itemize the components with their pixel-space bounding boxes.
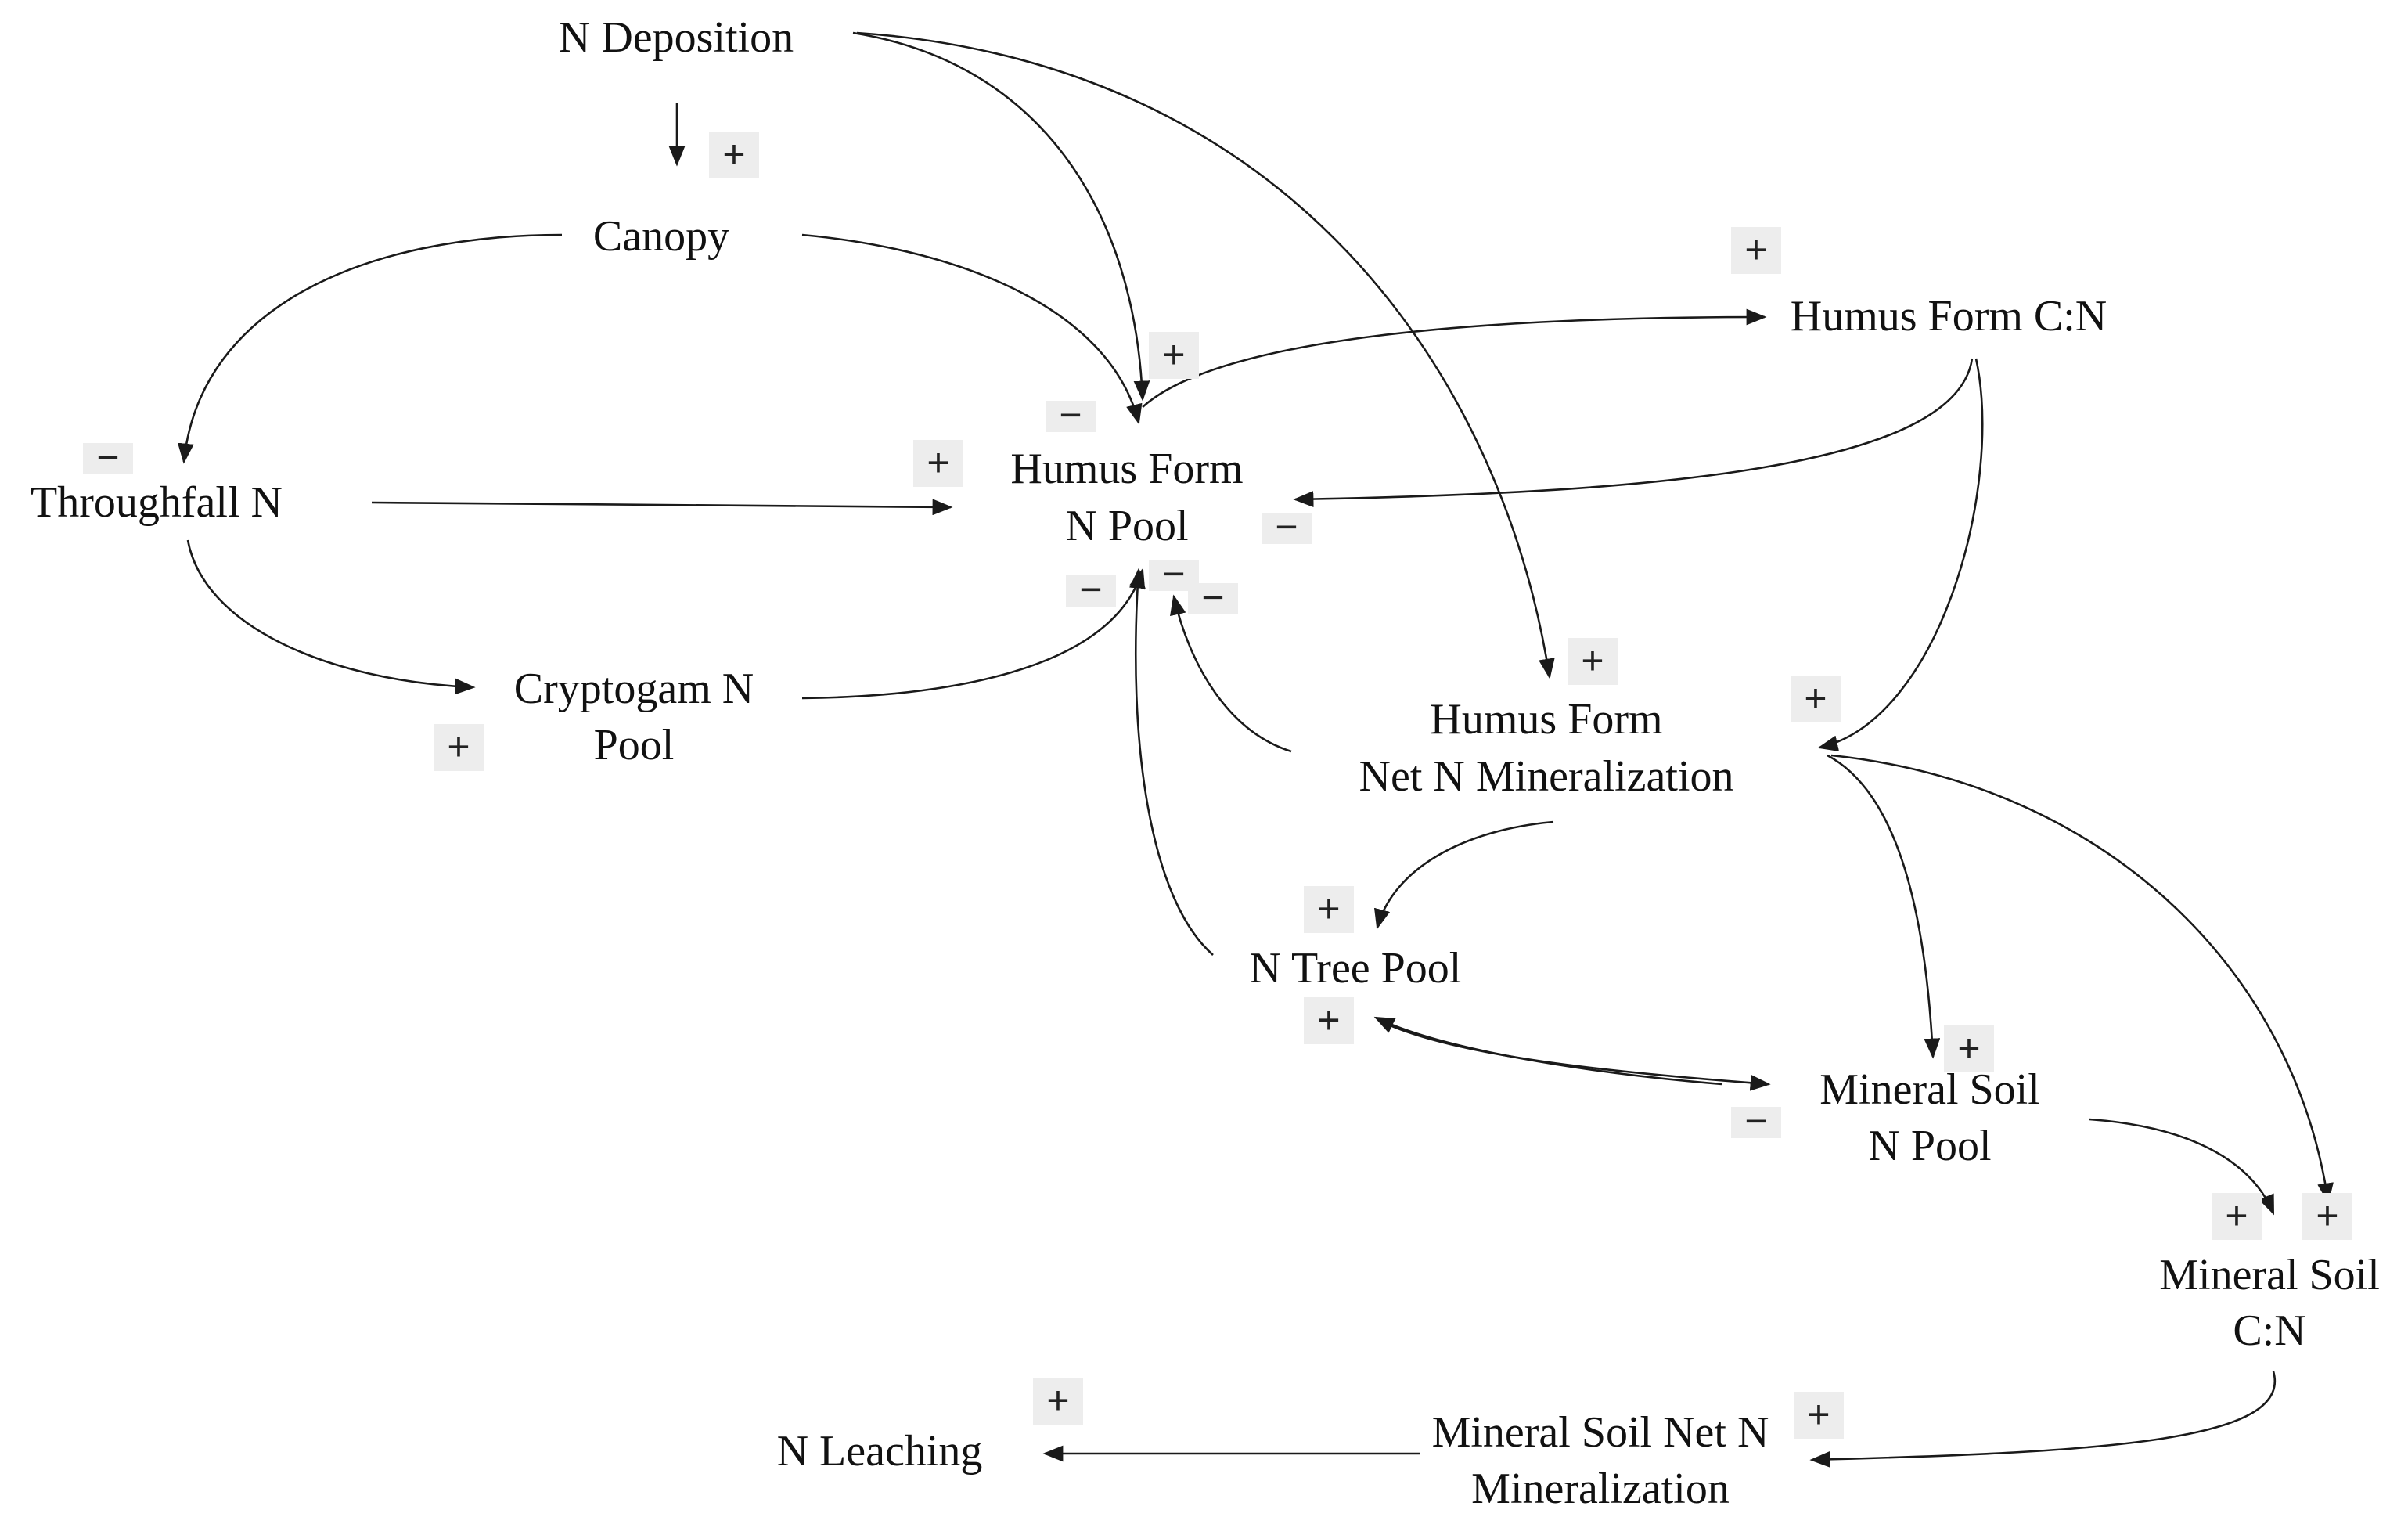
svg-text:C:N: C:N bbox=[2233, 1306, 2305, 1355]
svg-text:Pool: Pool bbox=[594, 721, 675, 769]
sign-plus-net-mineralization-n-tree-pool: + bbox=[1304, 886, 1354, 933]
sign-minus-n-tree-pool-humus-pool: − bbox=[1149, 552, 1199, 596]
node-mineral-soil-net-n-mineralization: Mineral Soil Net N Mineralization bbox=[1432, 1408, 1769, 1513]
node-humus-form-cn: Humus Form C:N bbox=[1791, 292, 2107, 341]
svg-text:N Pool: N Pool bbox=[1868, 1122, 1991, 1170]
edge-humus-form-cn-to-humus-form-net-n-mineralization bbox=[1817, 358, 1984, 751]
edges bbox=[178, 31, 2334, 1468]
svg-text:+: + bbox=[2316, 1194, 2338, 1238]
svg-text:−: − bbox=[1059, 393, 1082, 437]
sign-plus-mineral-soil-cn-mineral-soil-net-mineralization: + bbox=[1794, 1392, 1844, 1439]
sign-plus-n-deposition-canopy: + bbox=[709, 132, 759, 178]
sign-plus-net-mineralization-mineral-soil-n-pool: + bbox=[1944, 1025, 1994, 1072]
svg-text:+: + bbox=[1744, 228, 1767, 272]
edge-mineral-soil-n-pool-to-n-tree-pool bbox=[1373, 1016, 1722, 1086]
svg-text:+: + bbox=[2225, 1194, 2248, 1238]
edge-n-tree-pool-to-humus-form-n-pool bbox=[1129, 568, 1214, 956]
sign-minus-cryptogam-humus-pool: − bbox=[1066, 568, 1116, 611]
svg-text:+: + bbox=[1162, 333, 1185, 377]
edge-mineral-soil-n-pool-to-mineral-soil-cn bbox=[2089, 1118, 2275, 1216]
svg-text:−: − bbox=[1162, 552, 1185, 596]
node-humus-form-net-n-mineralization: Humus Form Net N Mineralization bbox=[1359, 695, 1734, 801]
edge-humus-form-cn-to-humus-form-n-pool bbox=[1293, 358, 1974, 507]
svg-text:−: − bbox=[1079, 568, 1102, 611]
svg-text:Humus Form: Humus Form bbox=[1430, 695, 1662, 744]
sign-plus-throughfall-humus-pool: + bbox=[913, 440, 963, 487]
svg-text:+: + bbox=[1957, 1026, 1980, 1070]
node-cryptogam-n-pool: Cryptogam N Pool bbox=[514, 665, 754, 769]
svg-text:+: + bbox=[1317, 998, 1340, 1042]
edge-throughfall-n-to-cryptogam-n-pool bbox=[186, 539, 476, 695]
sign-plus-humus-cn-net-mineralization: + bbox=[1791, 676, 1841, 722]
svg-text:+: + bbox=[927, 441, 949, 485]
svg-text:Mineral Soil Net N: Mineral Soil Net N bbox=[1432, 1408, 1769, 1457]
sign-minus-canopy-throughfall: − bbox=[83, 435, 133, 479]
node-mineral-soil-cn: Mineral Soil C:N bbox=[2159, 1251, 2380, 1355]
polarity-signs: + + + − − + + + bbox=[83, 132, 2352, 1439]
edge-humus-form-net-n-mineralization-to-mineral-soil-n-pool bbox=[1827, 754, 1941, 1059]
node-n-leaching: N Leaching bbox=[777, 1427, 983, 1476]
svg-text:Cryptogam N: Cryptogam N bbox=[514, 665, 754, 713]
edge-humus-form-net-n-mineralization-to-humus-form-n-pool bbox=[1170, 594, 1292, 753]
sign-minus-net-mineralization-humus-pool: − bbox=[1188, 575, 1238, 619]
edge-humus-form-net-n-mineralization-to-n-tree-pool bbox=[1374, 820, 1554, 930]
svg-text:+: + bbox=[447, 725, 470, 769]
sign-plus-mineral-soil-net-mineralization-n-leaching: + bbox=[1033, 1378, 1083, 1425]
svg-text:+: + bbox=[1804, 676, 1827, 720]
svg-text:−: − bbox=[1275, 505, 1298, 549]
edge-canopy-to-throughfall-n bbox=[178, 233, 563, 464]
svg-text:Mineral Soil: Mineral Soil bbox=[2159, 1251, 2380, 1299]
svg-text:−: − bbox=[1744, 1099, 1767, 1143]
svg-text:+: + bbox=[722, 132, 745, 176]
edge-canopy-to-humus-form-n-pool bbox=[801, 233, 1143, 425]
svg-text:Net N Mineralization: Net N Mineralization bbox=[1359, 752, 1734, 801]
edge-mineral-soil-cn-to-mineral-soil-net-n-mineralization bbox=[1809, 1371, 2277, 1468]
sign-plus-mineral-soil-n-pool-n-tree-pool: + bbox=[1304, 997, 1354, 1044]
edge-n-deposition-to-humus-form-net-n-mineralization bbox=[856, 31, 1555, 679]
edge-humus-form-net-n-mineralization-to-mineral-soil-cn bbox=[1830, 754, 2334, 1204]
sign-plus-n-deposition-net-mineralization: + bbox=[1568, 638, 1618, 685]
sign-plus-mineral-soil-n-pool-mineral-soil-cn: + bbox=[2212, 1193, 2262, 1240]
svg-text:+: + bbox=[1317, 887, 1340, 931]
node-n-deposition: N Deposition bbox=[559, 13, 794, 62]
node-humus-form-n-pool: Humus Form N Pool bbox=[1010, 445, 1243, 550]
nodes: N Deposition Canopy Throughfall N Humus … bbox=[31, 13, 2380, 1513]
sign-minus-humus-cn-humus-pool: − bbox=[1262, 505, 1312, 549]
sign-plus-humus-pool-humus-cn: + bbox=[1731, 227, 1781, 274]
sign-minus-n-tree-pool-mineral-soil-n-pool: − bbox=[1731, 1099, 1781, 1143]
sign-plus-net-mineralization-mineral-soil-cn: + bbox=[2302, 1193, 2352, 1240]
svg-text:Humus Form: Humus Form bbox=[1010, 445, 1243, 493]
svg-text:+: + bbox=[1807, 1393, 1830, 1436]
edge-n-deposition-to-humus-form-n-pool bbox=[852, 31, 1150, 402]
sign-minus-canopy-humus-pool: − bbox=[1046, 393, 1096, 437]
edge-humus-form-n-pool-to-humus-form-cn bbox=[1142, 308, 1767, 408]
edge-cryptogam-n-pool-to-humus-form-n-pool bbox=[801, 568, 1146, 700]
node-n-tree-pool: N Tree Pool bbox=[1250, 944, 1462, 993]
svg-text:+: + bbox=[1046, 1378, 1069, 1422]
svg-text:−: − bbox=[96, 435, 119, 479]
svg-text:Mineralization: Mineralization bbox=[1471, 1465, 1730, 1513]
edge-throughfall-n-to-humus-form-n-pool bbox=[371, 499, 953, 516]
sign-plus-throughfall-cryptogam: + bbox=[434, 724, 484, 771]
node-canopy: Canopy bbox=[593, 212, 729, 261]
node-mineral-soil-n-pool: Mineral Soil N Pool bbox=[1819, 1065, 2040, 1170]
edge-n-tree-pool-to-mineral-soil-n-pool bbox=[1380, 1020, 1771, 1091]
sign-plus-n-deposition-humus-pool: + bbox=[1149, 332, 1199, 379]
svg-text:N Pool: N Pool bbox=[1065, 502, 1188, 550]
svg-text:+: + bbox=[1581, 639, 1604, 683]
node-throughfall-n: Throughfall N bbox=[31, 478, 283, 527]
svg-text:Mineral Soil: Mineral Soil bbox=[1819, 1065, 2040, 1114]
svg-text:−: − bbox=[1201, 575, 1224, 619]
